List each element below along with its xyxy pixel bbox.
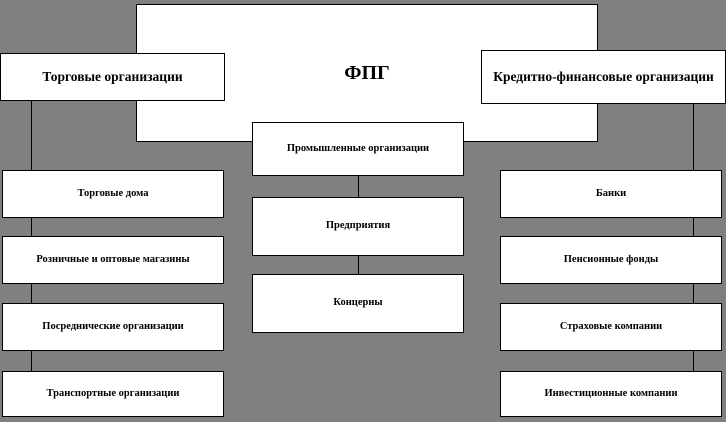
node-transport-organizations[interactable]: Транспортные организации: [2, 371, 224, 417]
connector-finance-3-4: [693, 350, 694, 372]
node-intermediary-organizations[interactable]: Посреднические организации: [2, 303, 224, 351]
node-pension-funds-label: Пенсионные фонды: [563, 253, 659, 265]
node-banks[interactable]: Банки: [500, 170, 722, 218]
node-transport-organizations-label: Транспортные организации: [46, 387, 180, 399]
node-trade-dom-label: Торговые дома: [77, 187, 149, 199]
node-enterprises-label: Предприятия: [325, 220, 391, 232]
node-insurance-companies[interactable]: Страховые компании: [500, 303, 722, 351]
node-concerns[interactable]: Концерны: [252, 274, 464, 333]
branch-header-trade-label: Торговые организации: [42, 68, 183, 84]
branch-header-industrial[interactable]: Промышленные организации: [252, 122, 464, 176]
node-banks-label: Банки: [595, 187, 627, 199]
node-insurance-companies-label: Страховые компании: [559, 320, 663, 332]
branch-header-finance[interactable]: Кредитно-финансовые организации: [481, 50, 726, 104]
node-concerns-label: Концерны: [333, 297, 383, 309]
connector-industrial-1-2: [358, 175, 359, 198]
root-node-label: ФПГ: [344, 61, 390, 84]
node-intermediary-organizations-label: Посреднические организации: [42, 320, 184, 332]
node-investment-companies[interactable]: Инвестиционные компании: [500, 371, 722, 417]
connector-root-to-finance: [693, 101, 694, 171]
branch-header-finance-label: Кредитно-финансовые организации: [493, 68, 714, 84]
connector-trade-1-2: [31, 217, 32, 237]
branch-header-industrial-label: Промышленные организации: [286, 142, 430, 154]
connector-root-to-trade: [31, 101, 32, 171]
connector-finance-1-2: [693, 217, 694, 237]
connector-industrial-2-3: [358, 255, 359, 275]
connector-finance-2-3: [693, 283, 694, 303]
connector-trade-2-3: [31, 283, 32, 303]
node-investment-companies-label: Инвестиционные компании: [544, 387, 678, 399]
node-enterprises[interactable]: Предприятия: [252, 197, 464, 256]
connector-trade-3-4: [31, 350, 32, 372]
node-pension-funds[interactable]: Пенсионные фонды: [500, 236, 722, 284]
node-retail-wholesale-stores[interactable]: Розничные и оптовые магазины: [2, 236, 224, 284]
branch-header-trade[interactable]: Торговые организации: [0, 53, 225, 101]
node-trade-dom[interactable]: Торговые дома: [2, 170, 224, 218]
node-retail-wholesale-stores-label: Розничные и оптовые магазины: [36, 253, 190, 265]
